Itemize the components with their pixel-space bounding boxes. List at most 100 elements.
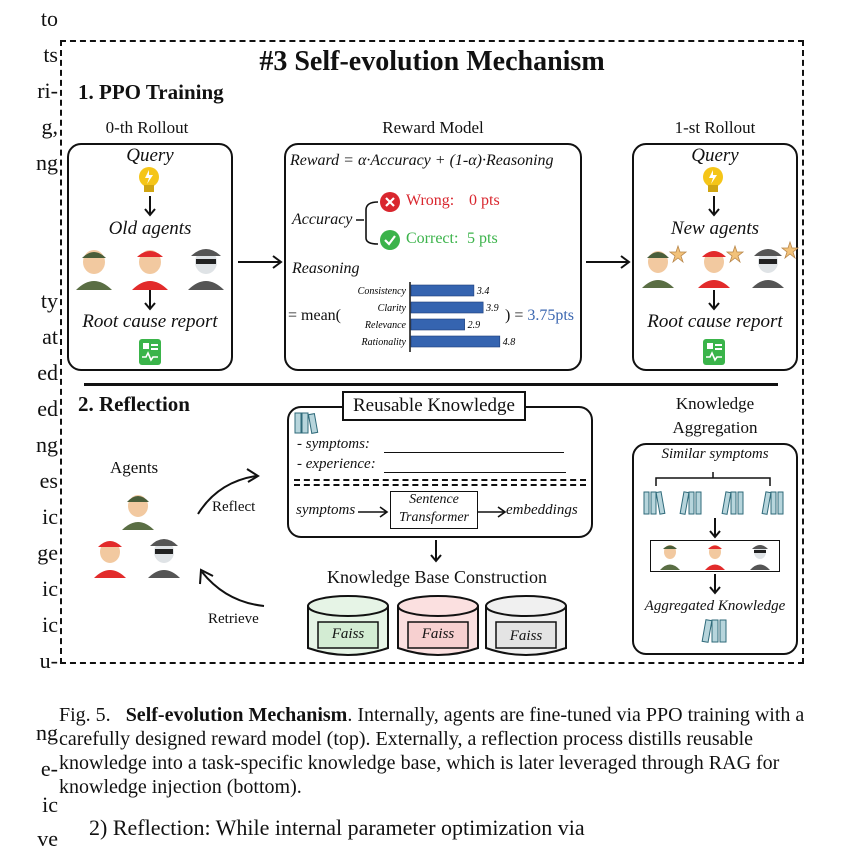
- margin-line: ic: [42, 504, 58, 529]
- margin-line: at: [42, 324, 58, 349]
- reflection-agents-icons: [94, 495, 180, 578]
- books-icon: [761, 491, 784, 515]
- reflect-retrieve-arrows: [197, 468, 265, 607]
- star-icon: [668, 244, 688, 264]
- bar-category-label: Consistency: [358, 286, 407, 297]
- margin-line: ts: [43, 42, 58, 67]
- margin-line: ed: [37, 396, 58, 421]
- bar-category-label: Relevance: [364, 320, 407, 331]
- section-divider: [84, 383, 778, 386]
- star-icon: [780, 240, 800, 260]
- books-icon: [294, 412, 319, 434]
- margin-line: ic: [42, 612, 58, 637]
- diagram-frame: [60, 40, 804, 664]
- spy-agent-icon: [148, 539, 180, 578]
- bar-value-label: 3.4: [476, 286, 490, 297]
- red-cap-agent-icon: [94, 541, 126, 578]
- left-margin-text: to ts ri- g, ng ty at ed ed ng es ic ge …: [0, 0, 60, 850]
- right-arrow: [478, 506, 507, 518]
- agents-strip: [650, 540, 780, 572]
- wrong-icon: [380, 192, 400, 212]
- aggregated-knowledge-label: Aggregated Knowledge: [644, 598, 786, 614]
- margin-line: ng: [36, 150, 58, 175]
- report-icon: [139, 339, 161, 365]
- margin-line: ge: [37, 540, 58, 565]
- margin-line: ed: [37, 360, 58, 385]
- faiss-label: Faiss: [421, 626, 455, 642]
- soldier-agent-icon: [642, 251, 674, 288]
- rollout1-header: 1-st Rollout: [674, 118, 756, 137]
- reasoning-bar: [410, 318, 465, 331]
- right-arrow: [238, 255, 283, 269]
- faiss-db-icon: [485, 595, 567, 656]
- retrieve-label: Retrieve: [208, 611, 259, 627]
- margin-line: ic: [42, 792, 58, 817]
- margin-line: ty: [40, 288, 58, 313]
- symptom-books: [643, 472, 784, 515]
- figure-caption: Fig. 5. Self-evolution Mechanism. Intern…: [59, 703, 819, 799]
- rollout1-report: Root cause report: [647, 311, 783, 332]
- sentence-transformer-box: Sentence Transformer: [398, 492, 470, 525]
- spy-agent-icon: [752, 249, 784, 288]
- lightbulb-icon: [703, 167, 723, 192]
- trailing-body-text: 2) Reflection: While internal parameter …: [89, 815, 585, 840]
- margin-line: g,: [41, 114, 59, 139]
- spy-agent-icon: [188, 249, 224, 290]
- bar-category-label: Clarity: [378, 303, 407, 314]
- kb-construction-title: Knowledge Base Construction: [327, 567, 547, 587]
- similar-symptoms-label: Similar symptoms: [661, 446, 769, 462]
- lightbulb-icon: [139, 167, 159, 192]
- mean-result-wrap: ) = 3.75pts: [505, 307, 574, 325]
- rollout0-header: 0-th Rollout: [105, 118, 189, 137]
- soldier-agent-icon: [660, 545, 680, 570]
- pipeline-input: symptoms: [296, 502, 356, 518]
- faiss-label: Faiss: [509, 628, 543, 644]
- correct-icon: [380, 230, 400, 250]
- spy-agent-icon: [750, 545, 770, 570]
- reflection-heading: 2. Reflection: [78, 392, 190, 416]
- symptoms-field: - symptoms:: [297, 436, 370, 452]
- margin-line: u-: [39, 648, 58, 673]
- red-cap-agent-icon: [132, 250, 168, 290]
- bar-value-label: 3.9: [485, 303, 499, 314]
- old-agents-icons: [76, 249, 224, 290]
- rollout0-query: Query: [126, 145, 174, 166]
- caption-title: Self-evolution Mechanism: [125, 704, 348, 726]
- report-icon: [703, 339, 725, 365]
- diagram-title: #3 Self-evolution Mechanism: [259, 46, 605, 77]
- accuracy-label: Accuracy: [292, 211, 353, 228]
- new-agents-icons: [642, 240, 800, 288]
- agents-label: Agents: [110, 458, 159, 477]
- faiss-label: Faiss: [331, 626, 365, 642]
- margin-line: ng: [36, 432, 58, 457]
- books-icon: [701, 619, 727, 643]
- faiss-databases: [307, 595, 567, 656]
- red-cap-agent-icon: [698, 251, 730, 288]
- star-icon: [725, 244, 745, 264]
- right-arrow: [586, 255, 631, 269]
- down-arrow: [430, 540, 442, 563]
- down-arrow: [709, 518, 721, 539]
- wrong-label: Wrong:: [406, 192, 455, 209]
- faiss-db-icon: [307, 595, 389, 656]
- books-icon: [679, 491, 702, 515]
- margin-line: ve: [37, 826, 58, 851]
- rollout1-query: Query: [691, 145, 739, 166]
- bar-value-label: 2.9: [468, 320, 481, 331]
- red-cap-agent-icon: [705, 545, 725, 570]
- margin-line: es: [39, 468, 58, 493]
- ppo-heading: 1. PPO Training: [78, 80, 224, 104]
- mean-label: = mean(: [288, 307, 341, 324]
- rollout1-agents: New agents: [670, 218, 760, 239]
- down-arrow: [708, 290, 720, 311]
- pipeline-output: embeddings: [506, 502, 578, 518]
- down-arrow: [709, 574, 721, 595]
- caption-fig-label: Fig. 5.: [59, 704, 111, 726]
- soldier-agent-icon: [122, 495, 154, 530]
- books-icon: [721, 491, 744, 515]
- reusable-knowledge-title: Reusable Knowledge: [353, 395, 515, 416]
- correct-label: Correct:: [406, 230, 459, 247]
- experience-field: - experience:: [297, 456, 376, 472]
- mean-value: 3.75pts: [527, 307, 575, 324]
